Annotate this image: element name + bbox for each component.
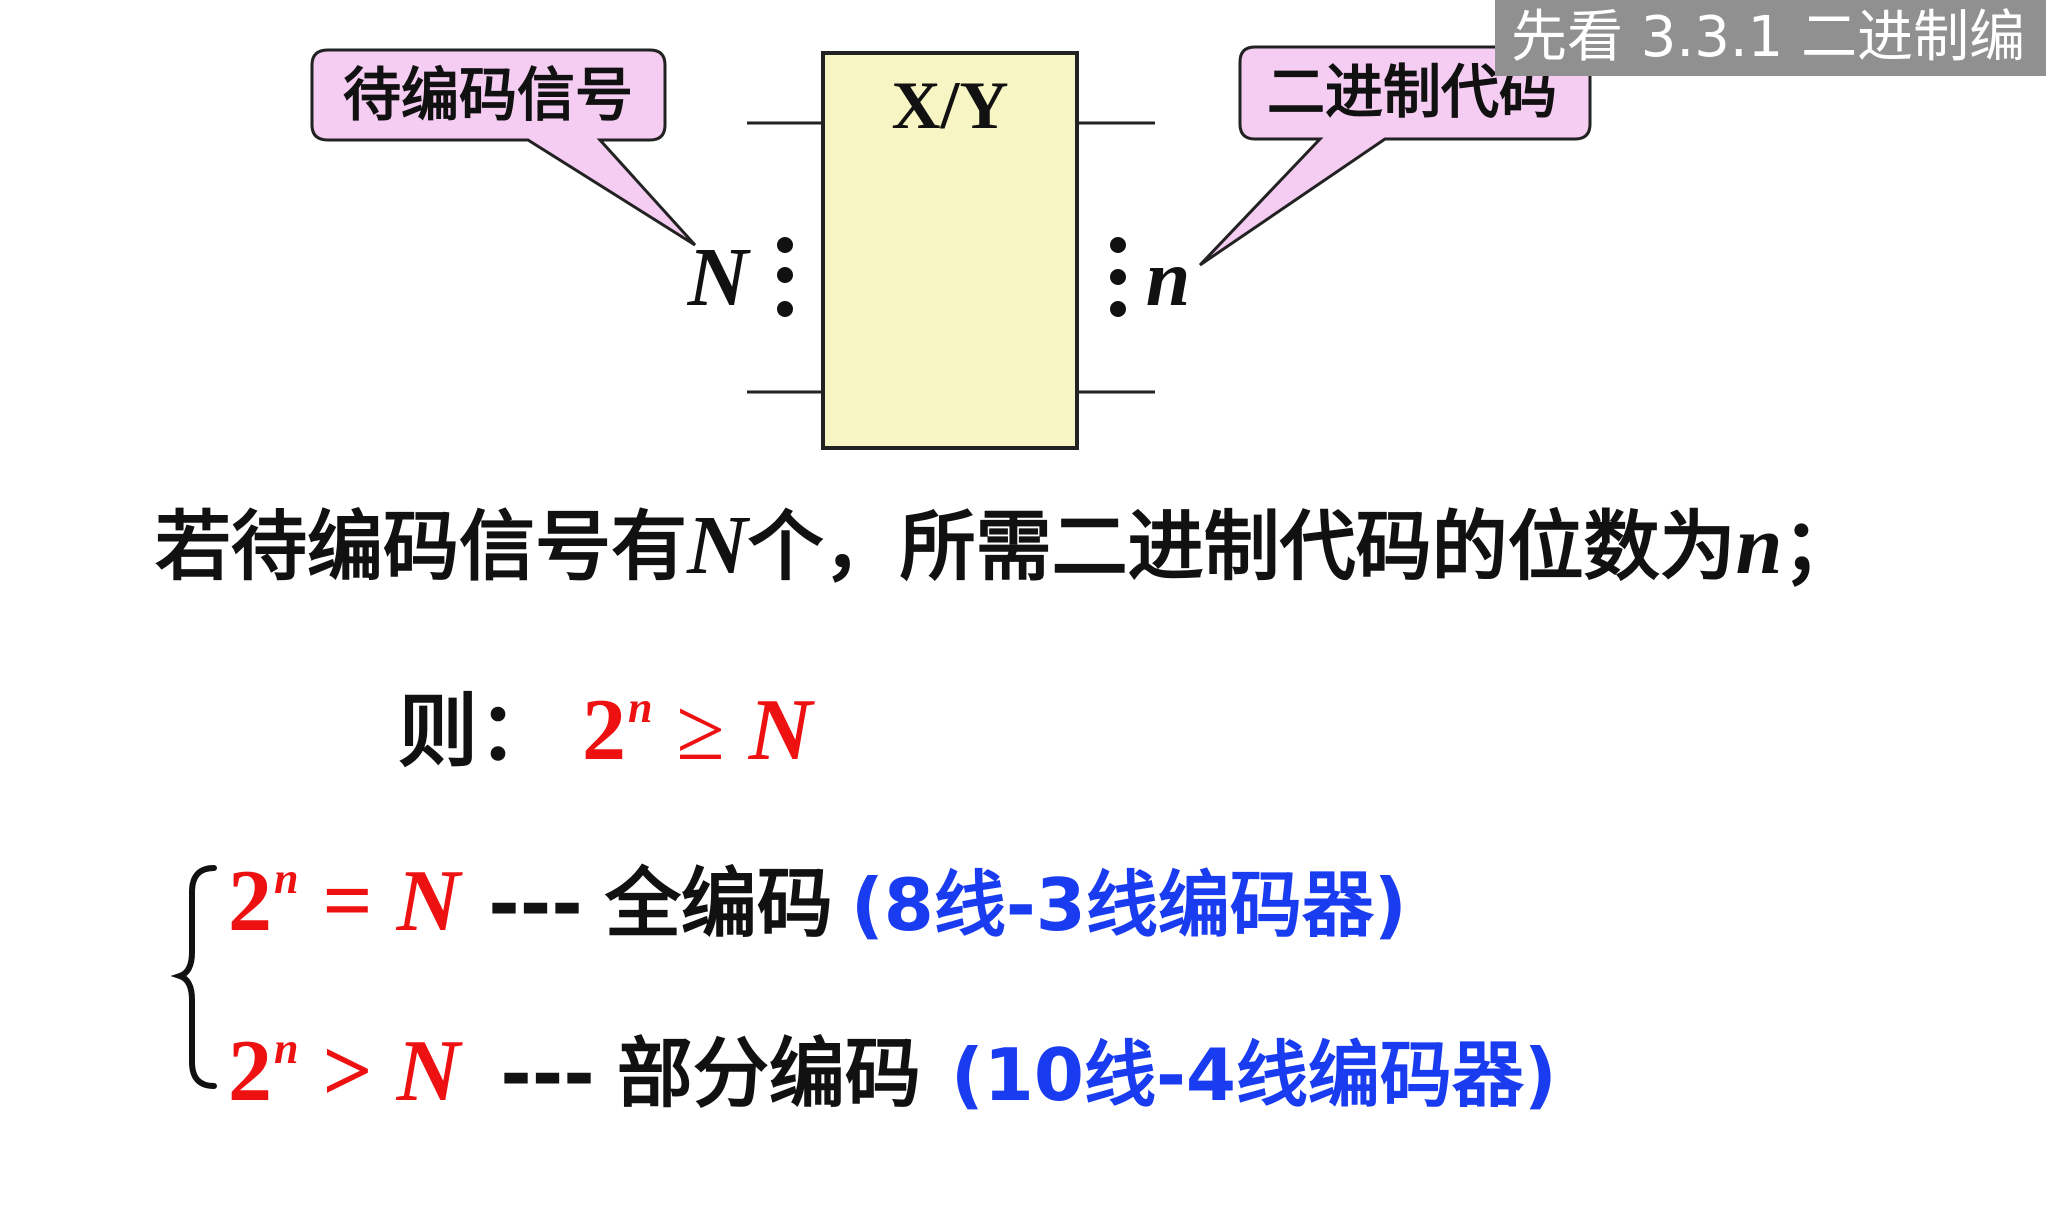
case-operator: > — [322, 1023, 373, 1120]
input-ellipsis-dot — [777, 237, 793, 253]
case-base: 2 — [228, 853, 272, 950]
statement-var-n: n — [1735, 499, 1783, 592]
condition-line: 则： 2n ≥N — [398, 667, 812, 783]
case-label: 全编码 — [604, 859, 833, 948]
video-caption-overlay: 先看 3.3.1 二进制编 — [1495, 0, 2046, 76]
encoder-box-label: X/Y — [891, 67, 1008, 143]
case-operator: = — [322, 853, 373, 950]
input-ellipsis-dot — [777, 267, 793, 283]
statement-part1: 若待编码信号有 — [155, 502, 687, 591]
condition-base: 2 — [582, 682, 626, 779]
output-ellipsis-dot — [1110, 269, 1126, 285]
case-full-encoding: 2n =N ---全编码(8线-3线编码器) — [228, 842, 1407, 952]
case-dashes: --- — [500, 1029, 595, 1118]
case-label: 部分编码 — [616, 1029, 921, 1118]
output-ellipsis-dot — [1110, 237, 1126, 253]
case-partial-encoding: 2n >N ---部分编码 (10线-4线编码器) — [228, 1012, 1557, 1122]
condition-rhs: N — [748, 682, 813, 779]
case-rhs: N — [396, 853, 461, 950]
statement-end: ； — [1782, 502, 1859, 591]
condition-exponent: n — [628, 682, 653, 732]
statement-var-N: N — [687, 499, 748, 592]
case-exponent: n — [274, 853, 299, 903]
cases-brace — [170, 865, 217, 1089]
case-rhs: N — [396, 1023, 461, 1120]
input-ellipsis-dot — [777, 301, 793, 317]
encoder-box — [821, 51, 1079, 450]
encoding-statement: 若待编码信号有N个，所需二进制代码的位数为n； — [155, 485, 1858, 595]
case-note: (10线-4线编码器) — [950, 1033, 1557, 1117]
statement-part2: 个，所需二进制代码的位数为 — [747, 502, 1736, 591]
output-count-label: n — [1146, 235, 1191, 323]
case-base: 2 — [228, 1023, 272, 1120]
condition-prefix: 则： — [398, 685, 558, 778]
case-note: (8线-3线编码器) — [850, 863, 1407, 947]
case-dashes: --- — [488, 859, 583, 948]
callout-left-shape — [310, 48, 697, 247]
output-ellipsis-dot — [1110, 301, 1126, 317]
condition-operator: ≥ — [676, 682, 725, 779]
case-exponent: n — [274, 1023, 299, 1073]
callout-left-text: 待编码信号 — [343, 61, 633, 129]
input-count-label: N — [687, 231, 752, 324]
